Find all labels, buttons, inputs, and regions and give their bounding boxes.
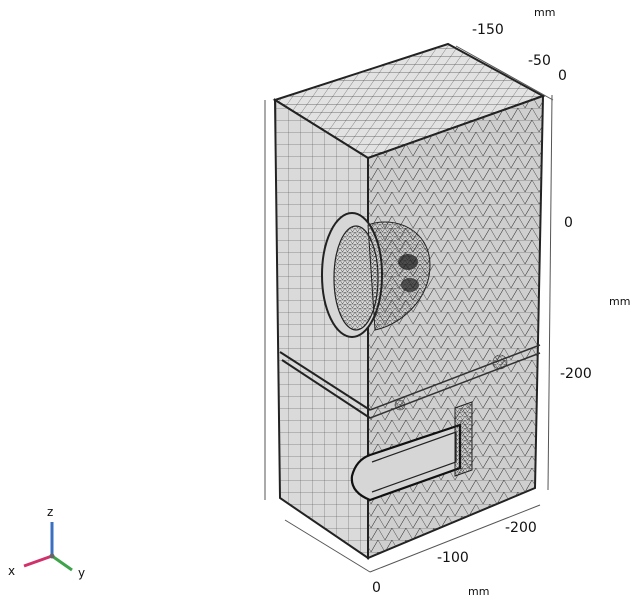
slot-outer[interactable] (350, 423, 462, 502)
dense-dark-2 (401, 278, 419, 292)
bottom-axis-tick-1: -200 (505, 520, 537, 536)
refine-spot-2 (394, 399, 406, 411)
axis-lines (264, 45, 554, 573)
right-axis-tick-2: -200 (560, 366, 592, 382)
triad-x-axis (23, 554, 53, 568)
right-axis-tick-1: 0 (564, 215, 573, 231)
top-axis-tick-3: 0 (558, 68, 567, 84)
triad-x-label: x (8, 564, 16, 578)
slot-post (454, 401, 473, 477)
axis-triad (23, 522, 73, 572)
top-axis-unit: mm (534, 6, 556, 19)
right-axis-unit: mm (609, 295, 631, 308)
top-axis-tick-1: -150 (472, 22, 504, 38)
triad-z-label: z (47, 505, 54, 519)
bottom-axis-tick-3: 0 (372, 580, 381, 596)
dense-region (367, 221, 431, 331)
triad-y-label: y (78, 566, 86, 580)
left-band (279, 351, 371, 419)
top-axis-tick-2: -50 (528, 53, 551, 69)
bottom-axis-unit: mm (468, 585, 490, 598)
refine-spot-1 (492, 354, 508, 370)
dense-dark-1 (398, 254, 418, 270)
bottom-axis-tick-2: -100 (437, 550, 469, 566)
triad-y-axis (51, 554, 73, 572)
